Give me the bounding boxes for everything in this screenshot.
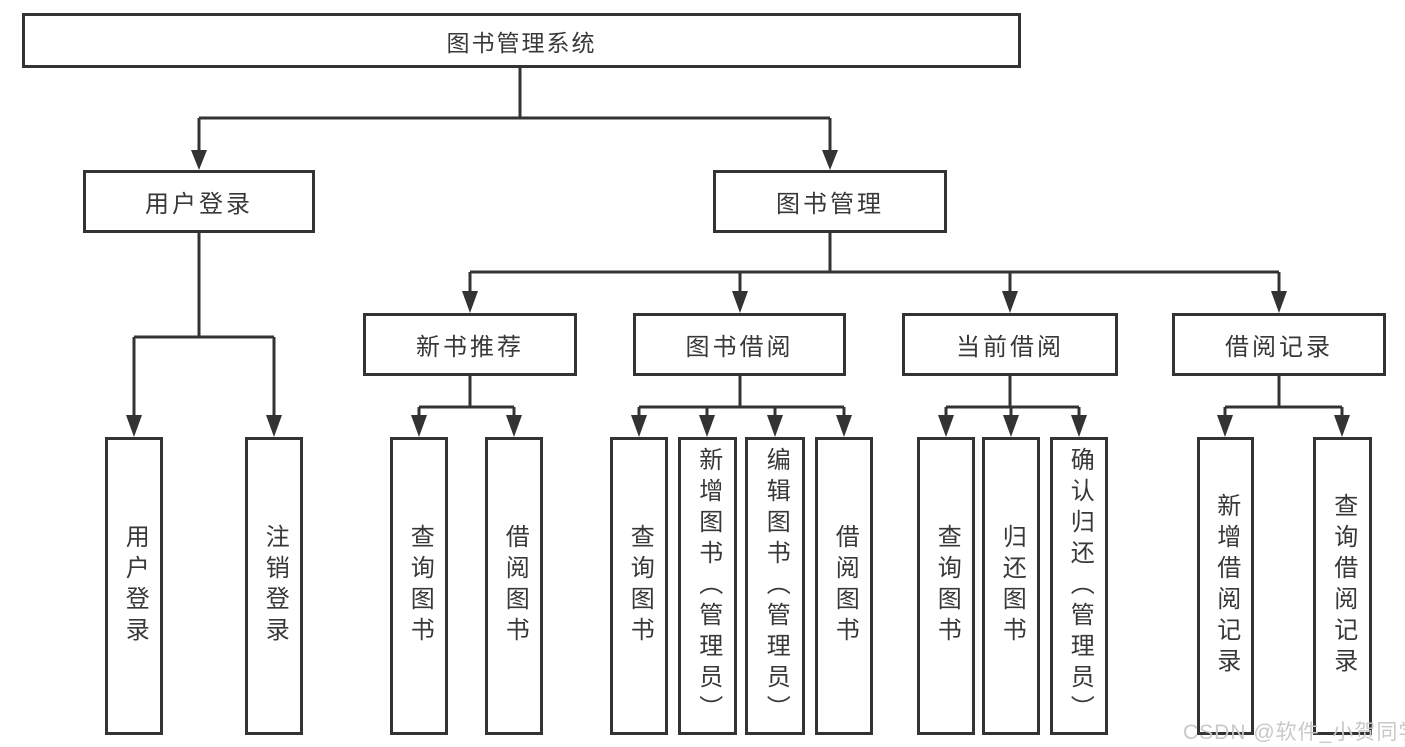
csdn-watermark: CSDN @软件_小贺同学 xyxy=(1183,721,1405,744)
node-current-borrowing: 当前借阅 xyxy=(902,313,1118,376)
node-new-book-recommend: 新书推荐 xyxy=(363,313,577,376)
node-library-system-label: 图书管理系统 xyxy=(446,29,597,56)
node-book-borrowing: 图书借阅 xyxy=(633,313,846,376)
node-new-book-recommend-label: 新书推荐 xyxy=(416,334,524,361)
leaf-borrow-books-label: 借阅图书 xyxy=(831,524,859,648)
leaf-borrowing-query-books: 查询图书 xyxy=(610,437,668,735)
node-borrowing-records-label: 借阅记录 xyxy=(1225,334,1333,361)
leaf-return-books: 归还图书 xyxy=(982,437,1040,735)
leaf-add-borrow-record: 新增借阅记录 xyxy=(1197,437,1254,735)
leaf-query-borrow-record: 查询借阅记录 xyxy=(1313,437,1372,735)
leaf-add-books-admin-label: 新增图书（管理员） xyxy=(694,446,722,726)
node-borrowing-records: 借阅记录 xyxy=(1172,313,1386,376)
node-book-borrowing-label: 图书借阅 xyxy=(685,334,794,361)
node-user-login-label: 用户登录 xyxy=(145,191,253,218)
node-current-borrowing-label: 当前借阅 xyxy=(956,334,1064,361)
leaf-add-borrow-record-label: 新增借阅记录 xyxy=(1212,493,1240,679)
node-library-system: 图书管理系统 xyxy=(22,13,1021,68)
node-book-management-label: 图书管理 xyxy=(776,191,884,218)
leaf-edit-books-admin-label: 编辑图书（管理员） xyxy=(762,446,790,726)
leaf-recommend-query-books: 查询图书 xyxy=(390,437,448,735)
leaf-logout-label: 注销登录 xyxy=(261,524,289,648)
leaf-add-books-admin: 新增图书（管理员） xyxy=(678,437,737,735)
leaf-query-borrow-record-label: 查询借阅记录 xyxy=(1329,493,1357,679)
arrow-heads xyxy=(126,150,1350,437)
leaf-borrow-books: 借阅图书 xyxy=(815,437,873,735)
connector-lines xyxy=(132,68,1344,421)
leaf-confirm-return-admin-label: 确认归还（管理员） xyxy=(1066,446,1094,726)
leaf-recommend-query-books-label: 查询图书 xyxy=(406,524,434,648)
leaf-confirm-return-admin: 确认归还（管理员） xyxy=(1050,437,1108,735)
leaf-user-login: 用户登录 xyxy=(105,437,163,735)
node-book-management: 图书管理 xyxy=(713,170,947,233)
leaf-user-login-label: 用户登录 xyxy=(121,524,149,648)
leaf-borrowing-query-books-label: 查询图书 xyxy=(626,524,654,648)
node-user-login: 用户登录 xyxy=(83,170,315,233)
leaf-current-query-books: 查询图书 xyxy=(917,437,975,735)
leaf-edit-books-admin: 编辑图书（管理员） xyxy=(745,437,805,735)
leaf-logout: 注销登录 xyxy=(245,437,303,735)
leaf-recommend-borrow-books-label: 借阅图书 xyxy=(501,524,529,648)
leaf-return-books-label: 归还图书 xyxy=(998,524,1026,648)
leaf-recommend-borrow-books: 借阅图书 xyxy=(485,437,543,735)
leaf-current-query-books-label: 查询图书 xyxy=(933,524,961,648)
